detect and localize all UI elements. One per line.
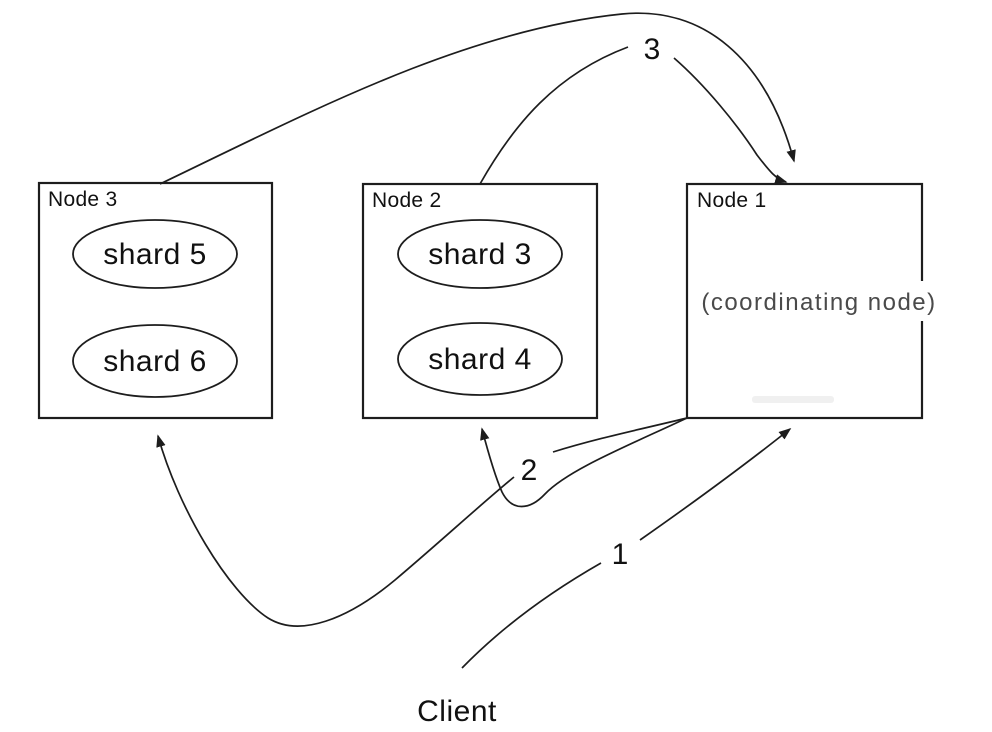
arrow-label-2: 2 (521, 454, 538, 487)
arrow-3-node3-to-node1 (159, 12, 796, 185)
arrow-1-tail-to-node1 (639, 427, 792, 541)
shard-6-label: shard 6 (103, 345, 207, 378)
node-3-label: Node 3 (48, 188, 118, 211)
arrow-2-tail-to-node3 (156, 434, 515, 627)
shard-5-ellipse (72, 219, 238, 289)
arrow-label-3: 3 (644, 33, 661, 66)
arrow-3-tail-to-node1 (673, 57, 788, 184)
shard-4-ellipse (397, 322, 563, 396)
border-gap-patch (694, 281, 946, 321)
arrow-label-1: 1 (612, 538, 629, 571)
shard-6-ellipse (72, 324, 238, 398)
arrow-2-node1-segment (552, 417, 688, 453)
shard-3-ellipse (397, 219, 563, 289)
shard-4-label: shard 4 (428, 343, 532, 376)
arrow-2-node1-to-node2 (480, 417, 688, 508)
node-1-label: Node 1 (697, 189, 767, 212)
client-label: Client (417, 695, 497, 728)
arrow-3-node2-segment (479, 46, 629, 185)
node-2-label: Node 2 (372, 189, 442, 212)
coordinating-node-label: (coordinating node) (701, 289, 936, 316)
shard-5-label: shard 5 (103, 238, 207, 271)
smudge-artifact (752, 396, 834, 403)
shard-3-label: shard 3 (428, 238, 532, 271)
arrow-1-client-segment (461, 562, 602, 669)
